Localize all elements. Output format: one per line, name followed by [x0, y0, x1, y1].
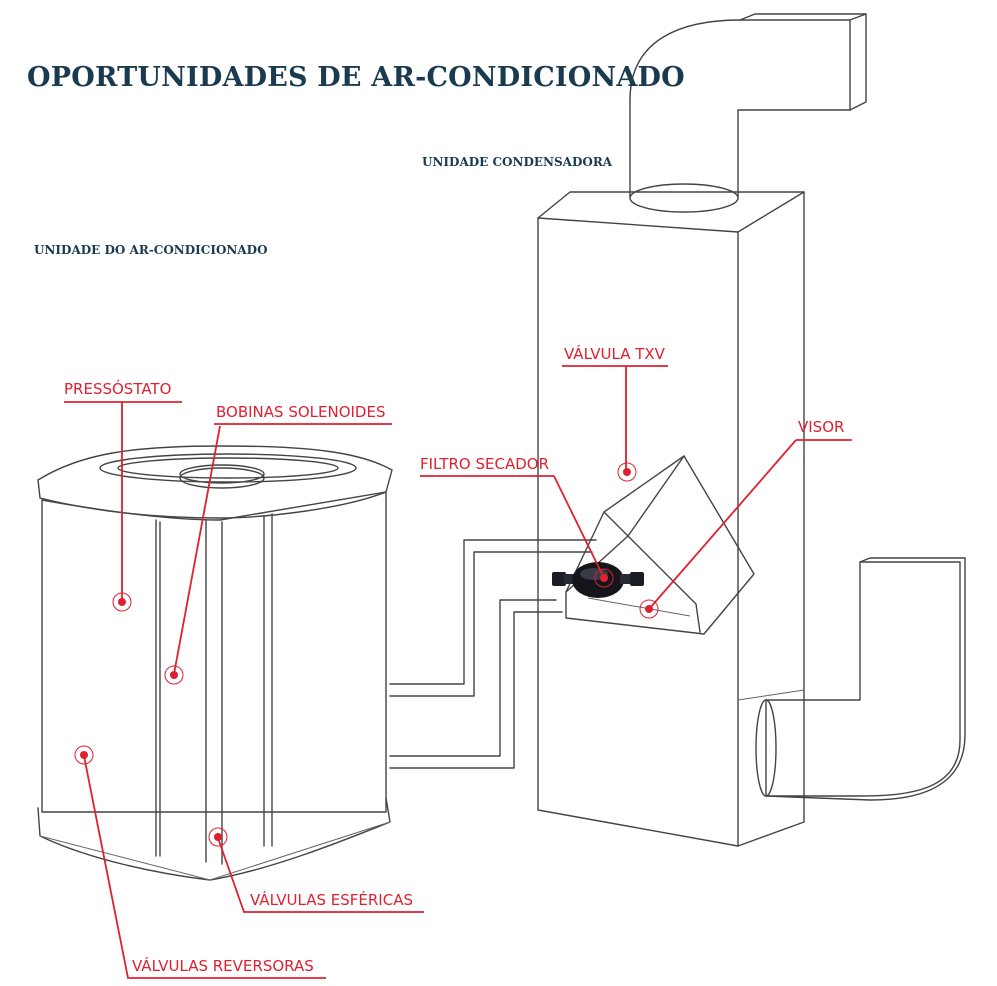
- refrigerant-pipes: [389, 539, 597, 769]
- filter-drier-part: [552, 562, 644, 598]
- callout-valvulas-reversoras[interactable]: VÁLVULAS REVERSORAS: [132, 957, 314, 975]
- page-title: OPORTUNIDADES DE AR-CONDICIONADO: [27, 62, 685, 93]
- condenser-unit-label: UNIDADE CONDENSADORA: [422, 155, 613, 169]
- callout-valvula-txv[interactable]: VÁLVULA TXV: [564, 345, 665, 363]
- callout-valvulas-esfericas[interactable]: VÁLVULAS ESFÉRICAS: [250, 891, 413, 909]
- callout-leaders: [64, 365, 852, 979]
- outdoor-condenser-unit: [37, 445, 393, 881]
- callout-bobinas-solenoides[interactable]: BOBINAS SOLENOIDES: [216, 403, 386, 421]
- callout-filtro-secador[interactable]: FILTRO SECADOR: [420, 455, 550, 473]
- air-handler-unit: [537, 13, 966, 847]
- callout-targets: [74, 462, 659, 847]
- ac-unit-label: UNIDADE DO AR-CONDICIONADO: [34, 243, 268, 257]
- callout-visor[interactable]: VISOR: [798, 418, 845, 436]
- callout-pressostato[interactable]: PRESSÓSTATO: [64, 380, 172, 398]
